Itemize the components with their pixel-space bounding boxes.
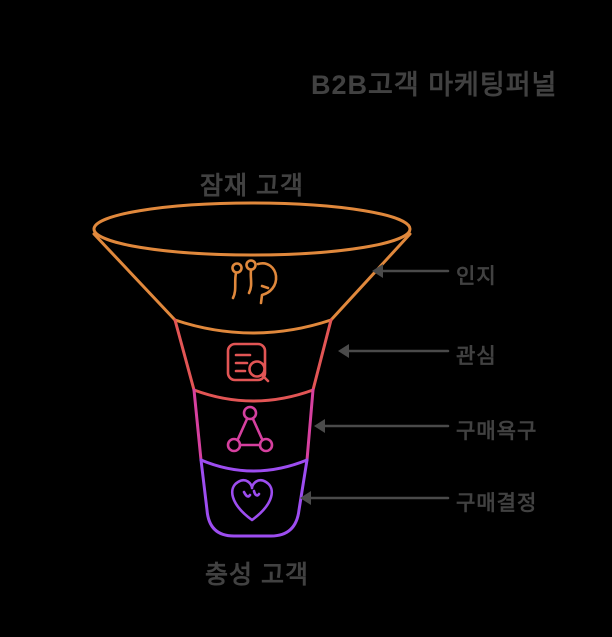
stage-label-interest: 관심 (456, 345, 497, 368)
funnel-divider-2 (192, 388, 315, 403)
funnel-tier-3 (192, 388, 315, 462)
funnel-divider-3 (199, 458, 309, 473)
document-search-icon (226, 342, 270, 383)
funnel-top-ellipse (92, 201, 412, 257)
stage-label-awareness: 인지 (456, 265, 497, 288)
connector-stage-4 (300, 491, 450, 505)
stage-label-desire: 구매욕구 (456, 420, 538, 443)
funnel-tier-2 (173, 318, 333, 403)
funnel-entry-label: 잠재 고객 (200, 172, 304, 200)
funnel-exit-label: 충성 고객 (205, 561, 309, 589)
connector-stage-1 (372, 264, 450, 278)
funnel-tier-4 (199, 458, 309, 538)
awareness-head-icon (231, 259, 278, 305)
stage-label-decision: 구매결정 (456, 492, 538, 515)
funnel-cup (199, 458, 309, 538)
funnel-divider-1 (173, 318, 333, 335)
heart-icon (230, 478, 274, 522)
connector-stage-3 (314, 419, 450, 433)
connector-stage-2 (338, 344, 450, 358)
funnel-tier-1 (92, 201, 412, 335)
chart-title: B2B고객 마케팅퍼널 (311, 70, 558, 100)
network-share-icon (226, 405, 274, 453)
